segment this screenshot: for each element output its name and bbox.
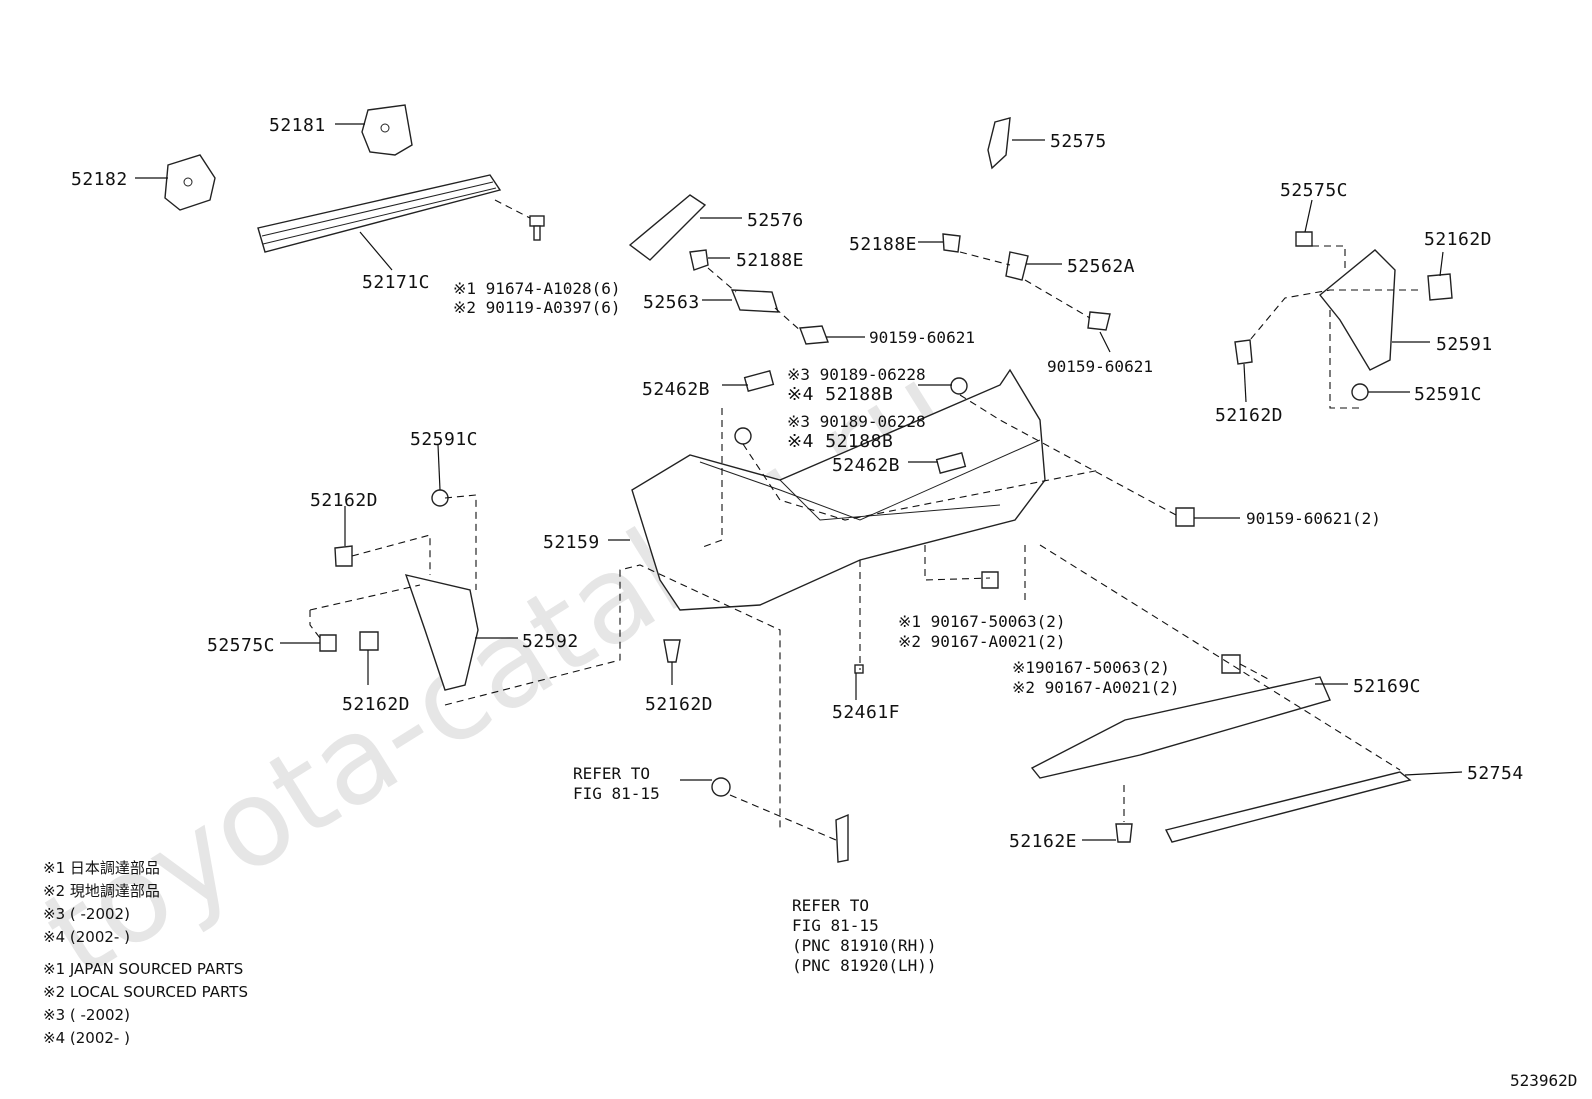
bolt-91674-part bbox=[529, 215, 545, 241]
screw-90167-a-part bbox=[981, 571, 999, 589]
screw-90159-c-part bbox=[1175, 507, 1195, 527]
label-52159: 52159 bbox=[543, 532, 600, 553]
label-screw-b-japan: ※190167-50063(2) bbox=[1012, 658, 1170, 677]
label-refer-1-b: FIG 81-15 bbox=[573, 784, 660, 803]
moulding-52754-part bbox=[1164, 771, 1412, 843]
clip-52188e-a-part bbox=[689, 249, 709, 271]
clip-52188e-b-part bbox=[942, 233, 961, 253]
legend-until-2002-jp: ※3 ( -2002) bbox=[43, 905, 130, 923]
label-52575c-left: 52575C bbox=[207, 635, 275, 656]
clip-52162e-part bbox=[1115, 823, 1133, 843]
label-clip-b-code: ※3 90189-06228 bbox=[787, 412, 926, 431]
label-screw-a-local: ※2 90167-A0021(2) bbox=[898, 632, 1066, 651]
clip-52162d-left-bottom-part bbox=[359, 631, 379, 651]
pad-52461f-part bbox=[854, 664, 864, 674]
bumper-reinforcement-part bbox=[257, 174, 502, 253]
label-52591c-left: 52591C bbox=[410, 429, 478, 450]
label-52563: 52563 bbox=[643, 292, 700, 313]
reflector-refer-part bbox=[835, 813, 849, 863]
label-refer-1-a: REFER TO bbox=[573, 764, 650, 783]
label-52162d-center: 52162D bbox=[645, 694, 713, 715]
bumper-cover-52159-part bbox=[631, 368, 1046, 611]
clip-52162d-right-bottom-part bbox=[1234, 339, 1253, 365]
label-52162d-left-bottom: 52162D bbox=[342, 694, 410, 715]
bracket-52182-part bbox=[164, 154, 216, 211]
screw-90159-a-part bbox=[799, 325, 829, 345]
label-52188e-a: 52188E bbox=[736, 250, 804, 271]
legend: ※1 日本調達部品 ※2 現地調達部品 ※3 ( -2002) ※4 (2002… bbox=[43, 859, 248, 1047]
clip-52188b-b-part bbox=[734, 427, 752, 445]
retainer-52576-part bbox=[628, 194, 707, 261]
legend-japan-jp: ※1 日本調達部品 bbox=[43, 859, 160, 877]
nut-52591c-right-part bbox=[1351, 383, 1369, 401]
label-90159-b: 90159-60621 bbox=[1047, 357, 1153, 376]
assembly-dash-lines bbox=[309, 199, 1418, 841]
label-52182: 52182 bbox=[71, 169, 128, 190]
leader-lines bbox=[135, 123, 1463, 841]
legend-local-jp: ※2 現地調達部品 bbox=[43, 882, 160, 900]
label-52188e-b: 52188E bbox=[849, 234, 917, 255]
lower-cover-52169c-part bbox=[1030, 676, 1331, 779]
bracket-52181-part bbox=[361, 104, 413, 156]
label-52181: 52181 bbox=[269, 115, 326, 136]
label-52462b-b: 52462B bbox=[832, 455, 900, 476]
label-52592: 52592 bbox=[522, 631, 579, 652]
clip-52575c-right-part bbox=[1295, 231, 1313, 247]
label-52462b-a: 52462B bbox=[642, 379, 710, 400]
bolt-refer-part bbox=[711, 777, 731, 797]
screw-90159-b-part bbox=[1087, 311, 1111, 331]
label-90159-c: 90159-60621(2) bbox=[1246, 509, 1381, 528]
label-clip-a-code: ※3 90189-06228 bbox=[787, 365, 926, 384]
label-screw-b-local: ※2 90167-A0021(2) bbox=[1012, 678, 1180, 697]
legend-from-2002-en: ※4 (2002- ) bbox=[43, 1029, 130, 1047]
label-52591: 52591 bbox=[1436, 334, 1493, 355]
label-52754: 52754 bbox=[1467, 763, 1524, 784]
label-52162d-right-top: 52162D bbox=[1424, 229, 1492, 250]
label-52575: 52575 bbox=[1050, 131, 1107, 152]
label-refer-2-c: (PNC 81910(RH)) bbox=[792, 936, 937, 955]
retainer-52563-part bbox=[730, 289, 779, 313]
label-clip-b-part: ※4 52188B bbox=[787, 431, 893, 452]
label-52461f: 52461F bbox=[832, 702, 900, 723]
diagram-id: 523962D bbox=[1510, 1071, 1577, 1090]
label-52162d-left-top: 52162D bbox=[310, 490, 378, 511]
clip-52162d-left-top-part bbox=[334, 545, 353, 567]
label-bolt-japan: ※1 91674-A1028(6) bbox=[453, 279, 621, 298]
label-90159-a: 90159-60621 bbox=[869, 328, 975, 347]
label-clip-a-part: ※4 52188B bbox=[787, 384, 893, 405]
pad-52462b-b-part bbox=[935, 452, 967, 474]
clip-52188b-a-part bbox=[950, 377, 968, 395]
clip-52162d-right-top-part bbox=[1427, 273, 1453, 301]
label-52576: 52576 bbox=[747, 210, 804, 231]
clip-52162d-center-part bbox=[663, 639, 681, 663]
legend-japan-en: ※1 JAPAN SOURCED PARTS bbox=[43, 960, 243, 978]
retainer-52591-part bbox=[1319, 249, 1396, 371]
label-52162d-right-bottom: 52162D bbox=[1215, 405, 1283, 426]
pad-52462b-a-part bbox=[743, 370, 775, 392]
retainer-52592-part bbox=[404, 574, 479, 691]
label-screw-a-japan: ※1 90167-50063(2) bbox=[898, 612, 1066, 631]
legend-local-en: ※2 LOCAL SOURCED PARTS bbox=[43, 983, 248, 1001]
legend-from-2002-jp: ※4 (2002- ) bbox=[43, 928, 130, 946]
label-refer-2-a: REFER TO bbox=[792, 896, 869, 915]
clip-52575c-left-part bbox=[319, 634, 337, 652]
screw-90167-b-part bbox=[1221, 654, 1241, 674]
label-52169c: 52169C bbox=[1353, 676, 1421, 697]
label-52562a: 52562A bbox=[1067, 256, 1135, 277]
label-52171c: 52171C bbox=[362, 272, 430, 293]
label-bolt-local: ※2 90119-A0397(6) bbox=[453, 298, 621, 317]
label-refer-2-d: (PNC 81920(LH)) bbox=[792, 956, 937, 975]
label-52591c-right: 52591C bbox=[1414, 384, 1482, 405]
legend-until-2002-en: ※3 ( -2002) bbox=[43, 1006, 130, 1024]
retainer-52562a-part bbox=[1005, 251, 1029, 281]
label-52575c-right: 52575C bbox=[1280, 180, 1348, 201]
retainer-52575-part bbox=[987, 117, 1011, 170]
label-refer-2-b: FIG 81-15 bbox=[792, 916, 879, 935]
label-52162e: 52162E bbox=[1009, 831, 1077, 852]
